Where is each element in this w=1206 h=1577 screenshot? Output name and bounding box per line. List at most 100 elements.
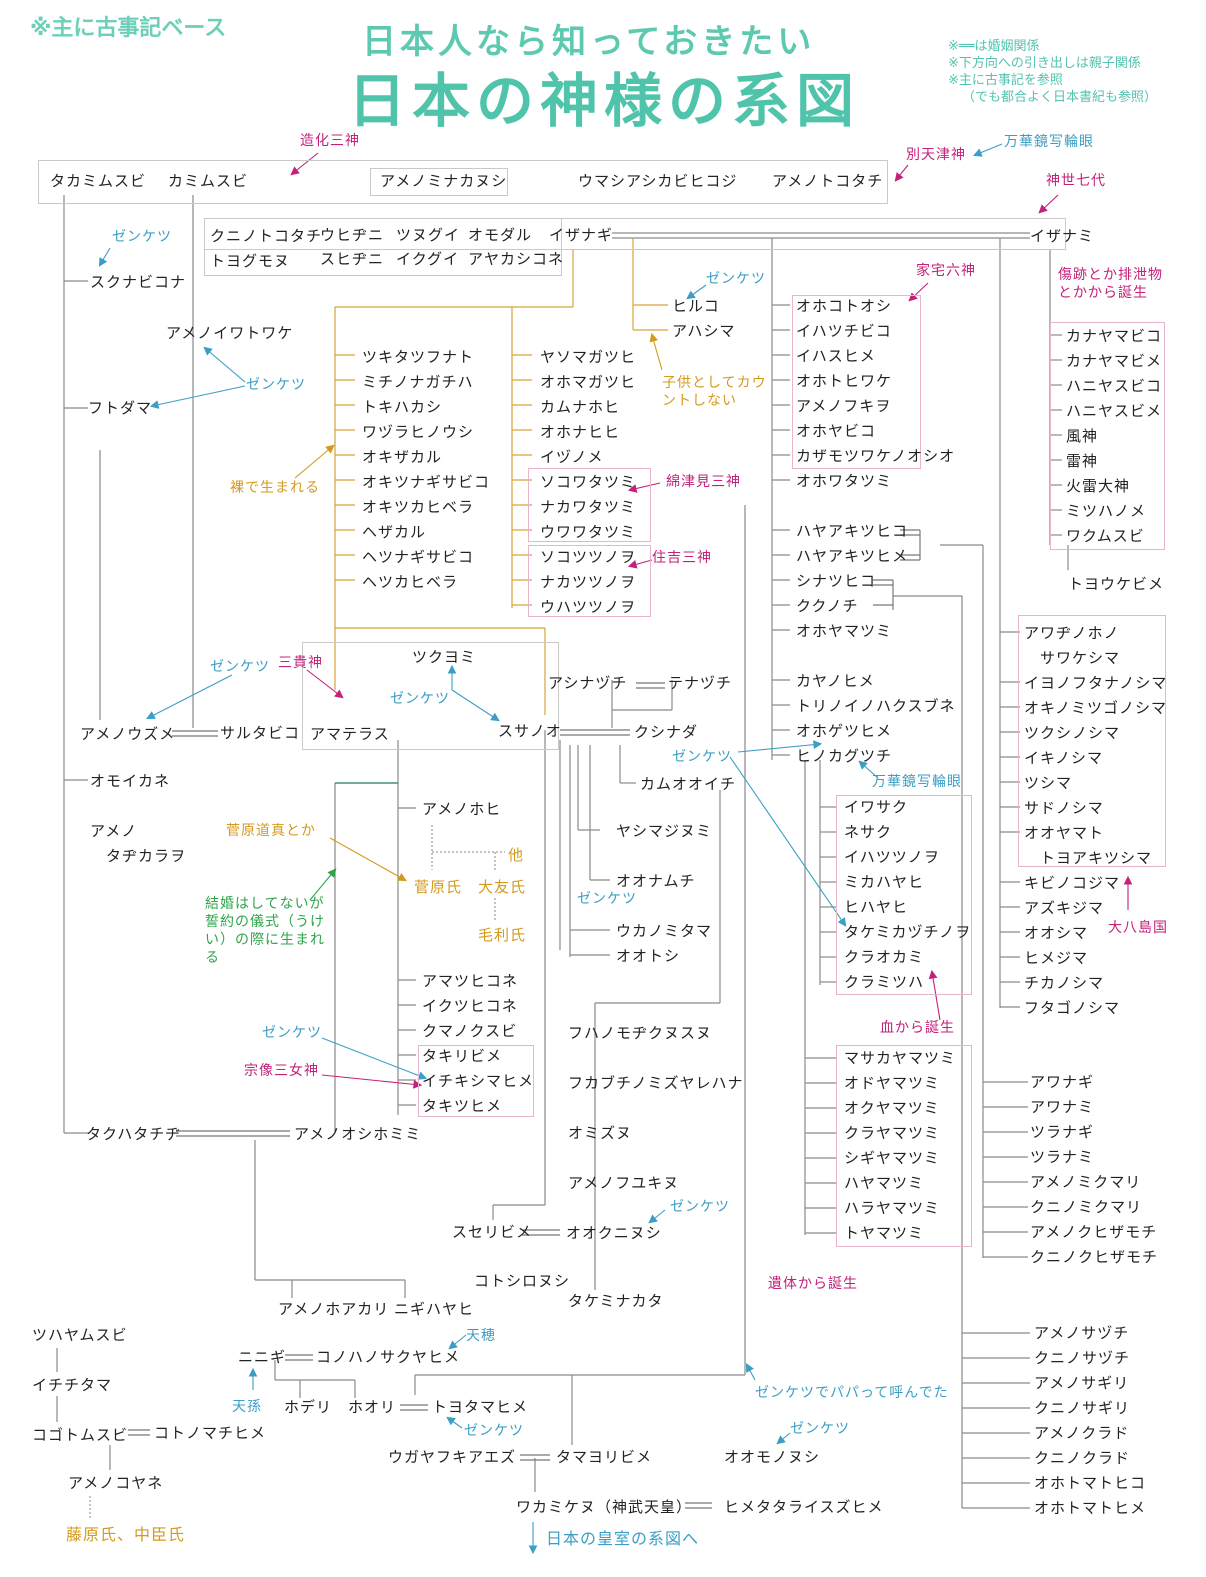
god-nesaku: ネサク [844, 823, 893, 841]
label-zenketsu: ゼンケツ [706, 271, 766, 287]
god-oomononushi: オオモノヌシ [724, 1448, 821, 1466]
god-hoori: ホオリ [348, 1398, 397, 1416]
god-sado: サドノシマ [1024, 799, 1104, 817]
label-zenketsu: ゼンケツ [672, 749, 732, 765]
god-ichichi: イチチタマ [32, 1376, 113, 1394]
god-amenomikumari: アメノミクマリ [1030, 1173, 1142, 1191]
god-ichikishima: イチキシマヒメ [422, 1072, 535, 1090]
god-uwawata: ウワワタツミ [540, 523, 637, 541]
god-torino: トリノイノハクスブネ [796, 697, 956, 715]
god-kuramitsuha: クラミツハ [844, 973, 925, 991]
god-ohogetsu: オホゲツヒメ [796, 722, 893, 740]
label-zenketsu: ゼンケツ [464, 1423, 524, 1439]
god-sokowata: ソコワタツミ [540, 473, 637, 491]
sanki-box [302, 642, 559, 750]
god-awashima: アハシマ [672, 322, 736, 340]
god-tsuranami: ツラナミ [1030, 1148, 1095, 1166]
god-kayano: カヤノヒメ [796, 672, 875, 690]
god-ooshima: オオシマ [1024, 924, 1089, 942]
god-futago: フタゴノシマ [1024, 999, 1121, 1017]
god-futodama: フトダマ [88, 399, 153, 417]
god-hiruko: ヒルコ [672, 297, 720, 315]
god-odoya: オドヤマツミ [844, 1074, 941, 1092]
label-sumi: 住吉三神 [652, 550, 712, 566]
god-haya: ハヤマツミ [844, 1174, 925, 1192]
god-amenouzume: アメノウズメ [80, 725, 176, 743]
god-toyotama: トヨタマヒメ [432, 1398, 529, 1416]
label-itai: 遺体から誕生 [768, 1276, 858, 1292]
god-kuninosazuchi: クニノサヅチ [1034, 1349, 1131, 1367]
label-amahi: 天穂 [466, 1328, 496, 1344]
god-hezakaru: ヘザカル [362, 523, 427, 541]
god-michino: ミチノナガチハ [362, 373, 474, 391]
label-zenketsu: ゼンケツ [390, 691, 450, 707]
god-iwasu: イハスヒメ [796, 347, 876, 365]
god-chika: チカノシマ [1024, 974, 1105, 992]
god-kumano: クマノクスビ [422, 1022, 518, 1040]
god-tamayori: タマヨリビメ [556, 1448, 653, 1466]
god-kibino: キビノコジマ [1024, 874, 1121, 892]
god-ohowata: オホワタツミ [796, 472, 893, 490]
label-ukei: 結婚はしてないが誓約の儀式（うけい）の際に生まれる [205, 896, 325, 966]
god-kotoshiro: コトシロヌシ [474, 1272, 571, 1290]
god-masaka: マサカヤマツミ [844, 1049, 957, 1067]
god-oonamuchi: オオナムチ [616, 872, 696, 890]
corner-note: ※主に古事記ベース [30, 16, 227, 41]
note-item: ※下方向への引き出しは親子関係 [948, 56, 1141, 71]
god-susanoo: スサノオ [498, 722, 562, 740]
label-zenketsu: ゼンケツ [790, 1421, 850, 1437]
label-zenketsu: ゼンケツ [262, 1025, 322, 1041]
kataku-box [792, 295, 921, 469]
label-sanki: 三貴神 [278, 655, 323, 671]
god-iku: イクグイ [396, 250, 460, 268]
god-kogoto: コゴトムスビ [32, 1426, 129, 1444]
god-haniyasu-m: ハニヤスビコ [1066, 377, 1163, 395]
god-ohoyabiko: オホヤビコ [796, 422, 877, 440]
god-ohoyama: オホヤマツミ [796, 622, 893, 640]
god-shinatsu: シナツヒコ [796, 572, 877, 590]
god-haraya: ハラヤマツミ [844, 1199, 941, 1217]
god-ootomatohiko: オホトマトヒコ [1034, 1474, 1147, 1492]
god-kanayama-m: カナヤマビコ [1066, 327, 1163, 345]
god-yasoma: ヤソマガツヒ [540, 348, 637, 366]
zoka-box [38, 160, 888, 204]
god-mouri: 毛利氏 [478, 926, 527, 944]
god-yashima: ヤシマジヌミ [616, 822, 713, 840]
god-awanami: アワナミ [1030, 1098, 1095, 1116]
god-wakamikenu: ワカミケヌ（神武天皇） [516, 1498, 693, 1516]
excretion-box [1050, 322, 1165, 550]
god-kuninokurado: クニノクラド [1034, 1449, 1131, 1467]
god-sokotsutsu: ソコツツノヲ [540, 548, 637, 566]
god-himejima: ヒメジマ [1024, 949, 1089, 967]
god-okizakaru: オキザカル [362, 448, 443, 466]
label-zenketsu: ゼンケツ [246, 377, 306, 393]
god-ashinazuchi: アシナヅチ [548, 674, 628, 692]
label-tenson: 天孫 [232, 1399, 262, 1415]
label-zenketsu: ゼンケツ [670, 1199, 730, 1215]
god-suseri: スセリビメ [452, 1223, 533, 1241]
god-kushinada: クシナダ [634, 723, 699, 741]
page-title: 日本の神様の系図 [348, 67, 861, 135]
god-izunome: イヅノメ [540, 448, 604, 466]
god-kami: カミムスビ [168, 172, 249, 190]
god-ohotohi: オホトヒワケ [796, 372, 893, 390]
god-izanami: イザナミ [1030, 227, 1095, 245]
god-tokiha: トキハカシ [362, 398, 443, 416]
god-amenohoakari: アメノホアカリ [278, 1300, 390, 1318]
god-amenohohi: アメノホヒ [422, 800, 502, 818]
god-ookuninushi: オオクニヌシ [566, 1224, 662, 1242]
god-amatsuhiko: アマツヒコネ [422, 972, 519, 990]
god-uwatsutsu: ウハツツノヲ [540, 598, 637, 616]
god-okuya: オクヤマツミ [844, 1099, 940, 1117]
god-tsukushi: ツクシノシマ [1024, 724, 1121, 742]
god-fukabuchi: フカブチノミズヤレハナ [568, 1074, 744, 1092]
god-hihaya: ヒハヤヒ [844, 898, 909, 916]
god-amenotoko: アメノトコタチ [772, 172, 884, 190]
god-toyouke: トヨウケビメ [1068, 575, 1165, 593]
god-ohoma: オホマガツヒ [540, 373, 637, 391]
label-shouka: 傷跡とか排泄物とかから誕生 [1058, 267, 1163, 301]
god-okitsukai: オキツカヒベラ [362, 498, 475, 516]
god-kuninokuhiza: クニノクヒザモチ [1030, 1248, 1159, 1266]
god-tsunu: ツヌグイ [396, 226, 461, 244]
label-koushitsu: 日本の皇室の系図へ [546, 1529, 700, 1548]
